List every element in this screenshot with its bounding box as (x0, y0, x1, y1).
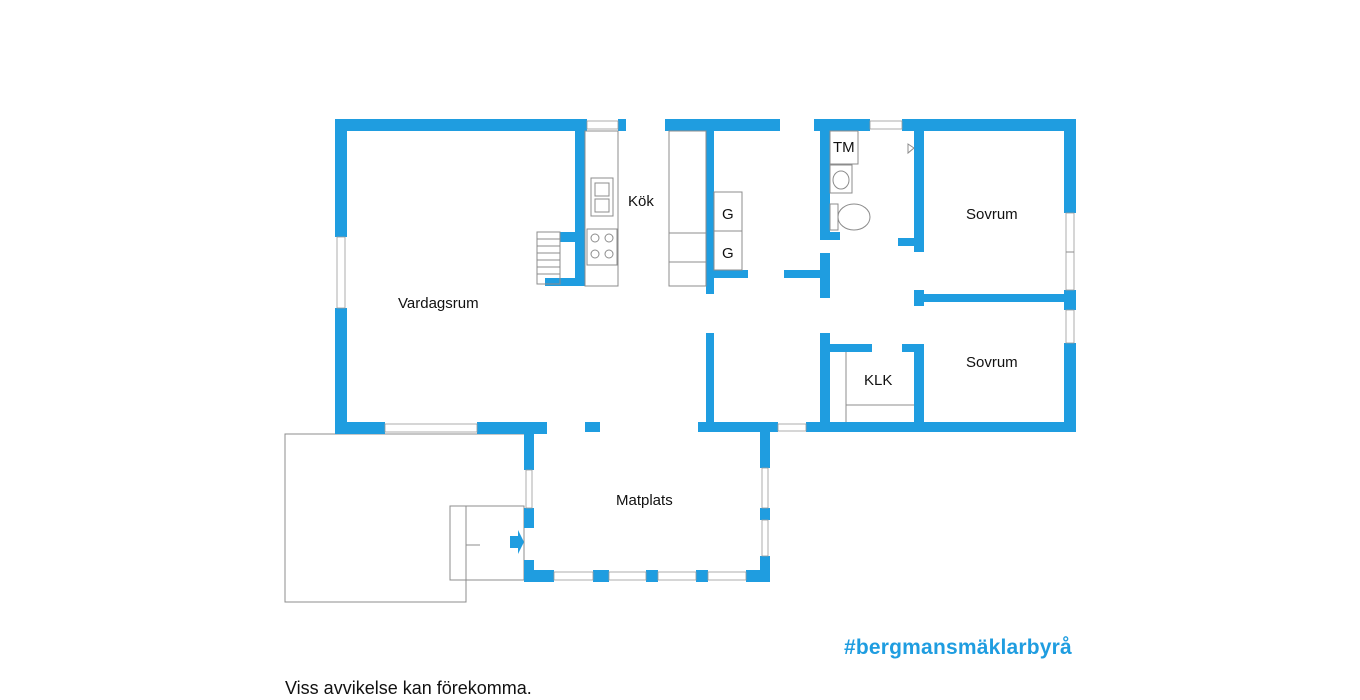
fixtures (536, 130, 915, 422)
stairs (536, 231, 561, 285)
walls (335, 119, 1076, 582)
terrace-outline (284, 433, 525, 603)
room-labels: Vardagsrum Kök TM G G Sovrum Sovrum KLK … (398, 139, 1018, 509)
kitchen-counter-right (668, 130, 707, 287)
disclaimer-text: Viss avvikelse kan förekomma. (285, 678, 532, 698)
room-label-tm: TM (833, 139, 855, 156)
windows (336, 120, 1075, 581)
room-label-klk: KLK (864, 372, 892, 389)
bathroom-fixtures (829, 130, 915, 231)
room-label-g1: G (722, 206, 734, 223)
kitchen-counter-left (584, 130, 619, 287)
room-label-sovrum-1: Sovrum (966, 206, 1018, 223)
closet-lines (845, 352, 914, 422)
room-label-sovrum-2: Sovrum (966, 354, 1018, 371)
room-label-vardagsrum: Vardagsrum (398, 295, 479, 312)
room-label-g2: G (722, 245, 734, 262)
brand-logo: #bergmansmäklarbyrå (844, 636, 1072, 659)
room-label-matplats: Matplats (616, 492, 673, 509)
room-label-kok: Kök (628, 193, 654, 210)
